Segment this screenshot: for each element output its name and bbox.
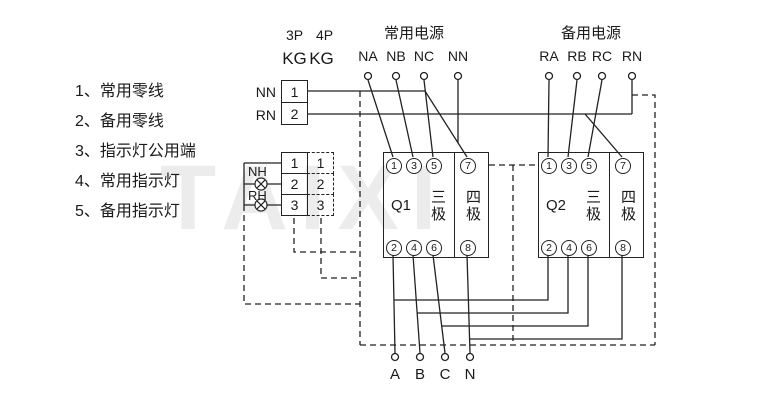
q1-terminal-4: 4 (406, 240, 422, 256)
dashed-control-wires (243, 91, 656, 346)
load-terminal-b: B (414, 366, 425, 383)
kg-lamp-terminal-4p-2: 2 (307, 173, 334, 195)
rh-label: RH (248, 188, 267, 203)
load-terminal-c: C (439, 366, 451, 383)
legend-item-1: 1、常用零线 (75, 83, 164, 100)
q1-terminal-1: 1 (386, 158, 402, 174)
q1-terminal-5: 5 (426, 158, 442, 174)
kg-label-2: KG (309, 49, 334, 68)
q2-terminal-6: 6 (581, 240, 597, 256)
q1-pole3-label: 三极 (430, 189, 446, 223)
kg-lamp-terminal-4p-3: 3 (307, 194, 334, 216)
rn-label: RN (255, 107, 276, 123)
q2-terminal-7: 7 (615, 158, 631, 174)
load-terminal-n: N (464, 366, 476, 383)
supply-terminal-circles (363, 71, 637, 81)
kg-lamp-terminal-3p-3: 3 (281, 194, 308, 216)
normal-terminal-nb: NB (386, 48, 406, 64)
normal-supply-title: 常用电源 (383, 25, 444, 42)
legend-item-3: 3、指示灯公用端 (75, 143, 196, 160)
legend-item-5: 5、备用指示灯 (75, 203, 180, 220)
breaker-q1: 1 3 5 7 Q1 三极 四极 2 4 6 8 (383, 152, 489, 258)
q2-terminal-4: 4 (561, 240, 577, 256)
q1-terminal-3: 3 (406, 158, 422, 174)
load-terminal-a: A (389, 366, 400, 383)
backup-terminal-rc: RC (591, 48, 613, 64)
q1-pole-divider (454, 153, 455, 257)
load-terminal-circles (390, 352, 475, 362)
backup-terminal-ra: RA (539, 48, 559, 64)
kg-lamp-terminal-3p-1: 1 (281, 152, 308, 174)
normal-terminal-nn: NN (447, 48, 469, 64)
q2-terminal-3: 3 (561, 158, 577, 174)
indicator-lamp-icon (254, 177, 268, 212)
q1-terminal-7: 7 (460, 158, 476, 174)
q1-terminal-6: 6 (426, 240, 442, 256)
normal-terminal-nc: NC (413, 48, 435, 64)
q1-terminal-2: 2 (386, 240, 402, 256)
pole-label-4p: 4P (315, 27, 334, 43)
backup-supply-title: 备用电源 (560, 25, 621, 42)
legend-item-2: 2、备用零线 (75, 113, 164, 130)
solid-wires (243, 79, 633, 354)
q2-pole3-label: 三极 (585, 189, 601, 223)
breaker-q2: 1 3 5 7 Q2 三极 四极 2 4 6 8 (538, 152, 644, 258)
q2-terminal-1: 1 (541, 158, 557, 174)
pole-label-3p: 3P (285, 27, 304, 43)
q2-terminal-2: 2 (541, 240, 557, 256)
q2-name: Q2 (546, 197, 567, 214)
q1-name: Q1 (391, 197, 412, 214)
kg-lamp-terminal-4p-1: 1 (307, 152, 334, 174)
q2-terminal-5: 5 (581, 158, 597, 174)
kg-lamp-terminal-3p-2: 2 (281, 173, 308, 195)
q2-pole-divider (609, 153, 610, 257)
kg-neutral-terminal-2: 2 (281, 102, 308, 125)
q1-terminal-8: 8 (460, 240, 476, 256)
nh-label: NH (248, 164, 267, 179)
kg-neutral-terminal-1: 1 (281, 80, 308, 103)
q2-terminal-8: 8 (615, 240, 631, 256)
normal-terminal-na: NA (358, 48, 378, 64)
nn-label: NN (255, 84, 276, 100)
backup-terminal-rb: RB (567, 48, 587, 64)
legend-item-4: 4、常用指示灯 (75, 173, 180, 190)
q1-pole4-label: 四极 (465, 189, 481, 223)
kg-label-1: KG (282, 49, 307, 68)
q2-pole4-label: 四极 (620, 189, 636, 223)
backup-terminal-rn: RN (621, 48, 643, 64)
